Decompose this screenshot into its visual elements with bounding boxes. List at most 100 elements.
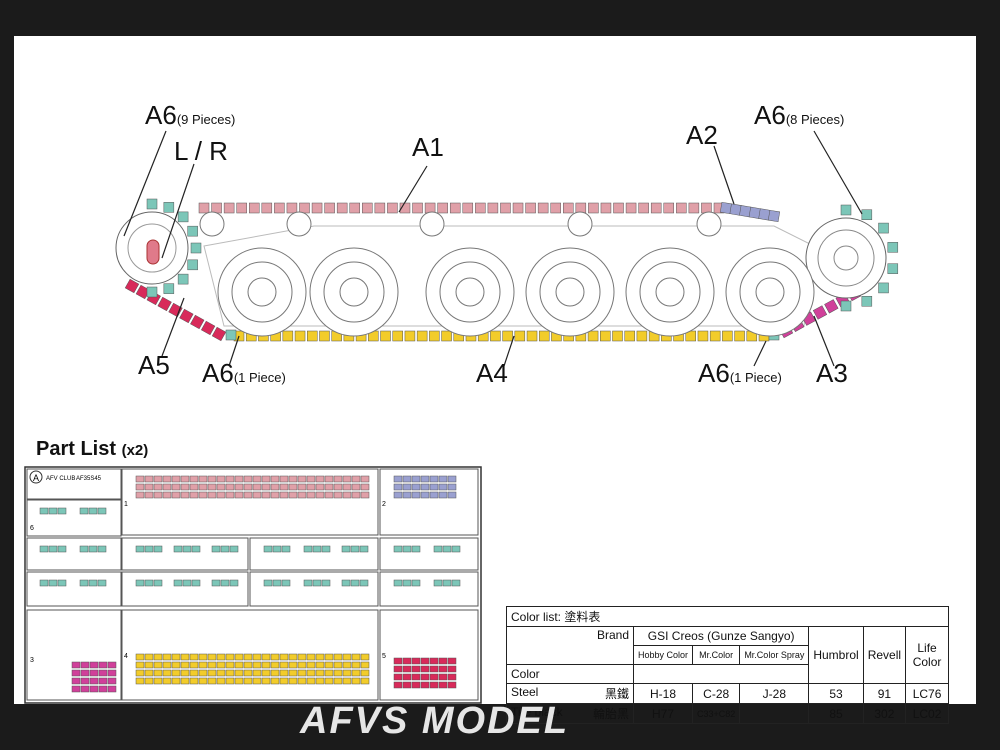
- sprue-part-a5: [402, 657, 412, 665]
- spray-value: J-28: [739, 683, 810, 704]
- track-link-a1: [286, 202, 298, 214]
- sprue-part-a3: [98, 677, 108, 685]
- sprue-part-a3: [89, 685, 99, 693]
- track-link-a4: [514, 330, 526, 342]
- sprue-part-a1: [180, 491, 190, 499]
- track-link-a1: [600, 202, 612, 214]
- section-2: 2: [382, 501, 386, 508]
- sprue-part-a1: [207, 475, 217, 483]
- track-link-a1: [563, 202, 574, 214]
- sprue-part-a4: [234, 669, 244, 677]
- sprue-part-a4: [234, 677, 244, 685]
- sprue-part-a4: [180, 653, 190, 661]
- sprue-part-a6: [153, 579, 163, 587]
- track-link-a4: [404, 330, 416, 342]
- sprue-brand: AFV CLUB: [46, 476, 75, 482]
- sprue-part-a6: [79, 579, 89, 587]
- sprue-part-a4: [324, 653, 334, 661]
- color-name: Steel: [511, 685, 539, 699]
- sprue-part-a2: [402, 491, 412, 499]
- revell-header: Revell: [862, 626, 907, 684]
- humbrol-value: 85: [808, 703, 864, 724]
- section-3: 3: [30, 657, 34, 664]
- track-link-a1: [650, 202, 662, 214]
- sprue-part-a6: [263, 579, 273, 587]
- track-link-a4: [392, 330, 403, 342]
- sprue-part-a2: [447, 475, 457, 483]
- sprue-part-a4: [306, 677, 316, 685]
- sprue-part-a4: [252, 677, 262, 685]
- sprue-part-a1: [342, 483, 352, 491]
- sprue-part-a4: [333, 677, 343, 685]
- sprue-part-a6: [341, 579, 351, 587]
- track-a1: [198, 202, 725, 214]
- track-link-a4: [709, 330, 721, 342]
- sprue-part-a4: [162, 661, 172, 669]
- sprue-part-a4: [135, 653, 145, 661]
- sprue-part-a6: [88, 545, 98, 553]
- sprue-part-a2: [393, 491, 403, 499]
- sprue-part-a5: [429, 681, 439, 689]
- return-roller: [286, 211, 312, 237]
- sprue-part-a3: [89, 661, 99, 669]
- sprue-part-a6: [57, 507, 67, 515]
- sprue-part-a2: [447, 491, 457, 499]
- sprue-part-a6: [281, 579, 291, 587]
- section-4: 4: [124, 653, 128, 660]
- watermark: AFVS MODEL: [300, 700, 570, 742]
- drive-sprocket: [805, 217, 887, 299]
- sprue-part-a1: [342, 475, 352, 483]
- sprue-part-a4: [315, 677, 325, 685]
- sprue-part-a6: [173, 545, 183, 553]
- sprue-part-a1: [207, 483, 217, 491]
- sprue-part-a6: [303, 579, 313, 587]
- sprue-part-a6: [402, 545, 412, 553]
- track-link-a1: [550, 202, 561, 214]
- sprue-part-a1: [288, 475, 298, 483]
- sprue-part-a4: [180, 677, 190, 685]
- label-a6-main: A6: [698, 358, 730, 388]
- section-5: 5: [382, 653, 386, 660]
- sprue-part-a1: [333, 475, 343, 483]
- sprue-part-a1: [234, 491, 244, 499]
- sprue-part-a4: [135, 669, 145, 677]
- track-link-a1: [688, 202, 700, 214]
- sprue-part-a6: [229, 579, 239, 587]
- sprue-part-a6: [411, 579, 421, 587]
- sprue-part-a1: [351, 475, 361, 483]
- road-wheel: [725, 247, 815, 337]
- sprue-part-a1: [189, 491, 199, 499]
- track-link-a5: [211, 326, 227, 342]
- track-link-a4: [526, 330, 538, 342]
- track-link-a1: [462, 202, 474, 214]
- sprue-part-a4: [315, 661, 325, 669]
- sprue-part-a6: [220, 579, 230, 587]
- sprue-part-a5: [402, 681, 412, 689]
- sprue-part-a5: [411, 657, 421, 665]
- track-link-a1: [299, 202, 310, 214]
- sprue-part-a6: [350, 579, 360, 587]
- sprue-part-a6: [48, 507, 58, 515]
- label-a4: A4: [476, 358, 508, 388]
- sprue-part-a4: [144, 661, 154, 669]
- track-link-a4: [734, 330, 745, 342]
- sprue-part-a6: [182, 579, 192, 587]
- track-link-a6: [887, 242, 899, 253]
- track-link-a6: [177, 211, 189, 223]
- color-name: Tire black: [511, 705, 563, 719]
- sprue-part-a1: [225, 491, 235, 499]
- sprue-part-a6: [97, 579, 107, 587]
- track-link-a1: [512, 202, 524, 214]
- sprue-part-a4: [189, 677, 199, 685]
- track-link-a1: [437, 202, 448, 214]
- track-link-a4: [722, 330, 733, 342]
- sprue-part-a1: [171, 475, 181, 483]
- sprue-part-a4: [288, 677, 298, 685]
- track-link-a1: [349, 202, 360, 214]
- color-list-table: Color list: 塗料表 Brand GSI Creos (Gunze S…: [505, 606, 950, 724]
- sprue-part-a1: [324, 491, 334, 499]
- sprue-part-a3: [98, 685, 108, 693]
- sprue-part-a4: [171, 653, 181, 661]
- sprue-part-a6: [321, 545, 331, 553]
- sprue-part-a1: [216, 491, 226, 499]
